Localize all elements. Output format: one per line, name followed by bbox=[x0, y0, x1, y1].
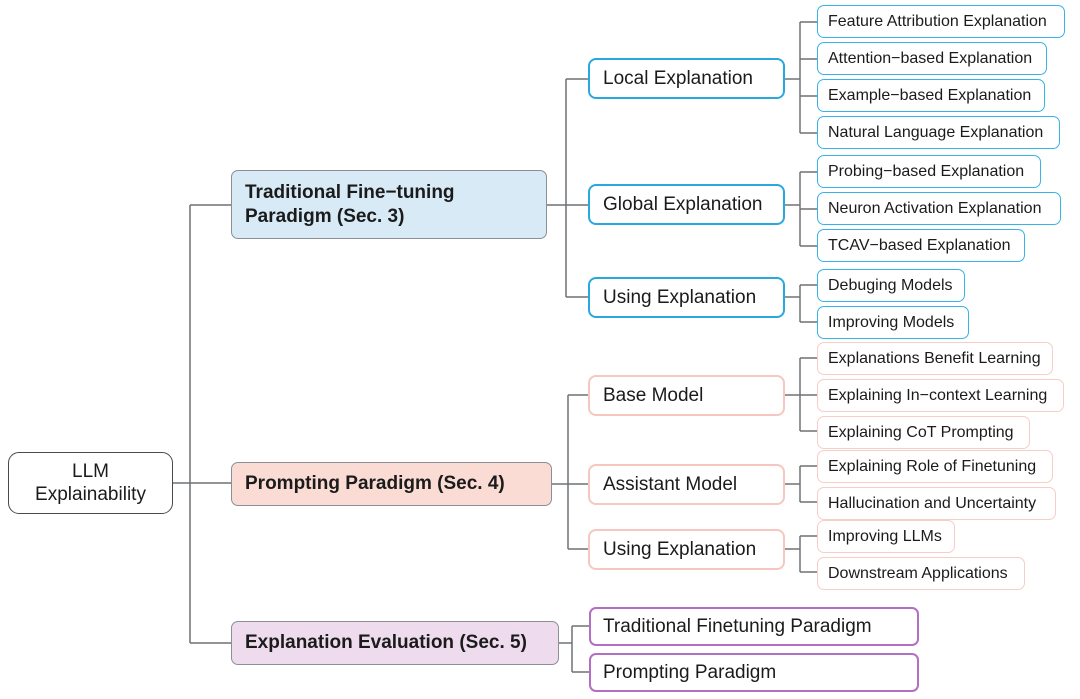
leaf-explaining-in-context-learning[interactable]: Explaining In−context Learning bbox=[817, 379, 1064, 412]
subbranch-local-explanation[interactable]: Local Explanation bbox=[588, 58, 785, 99]
leaf-explaining-in-context-learning-label: Explaining In−context Learning bbox=[828, 386, 1048, 404]
leaf-feature-attribution-label: Feature Attribution Explanation bbox=[828, 12, 1047, 30]
branch-node-prompting[interactable]: Prompting Paradigm (Sec. 4) bbox=[231, 462, 552, 506]
subbranch-base-model[interactable]: Base Model bbox=[588, 375, 785, 416]
subbranch-using-explanation-traditional[interactable]: Using Explanation bbox=[588, 277, 785, 318]
leaf-improving-llms[interactable]: Improving LLMs bbox=[817, 520, 955, 553]
leaf-prompting-paradigm[interactable]: Prompting Paradigm bbox=[589, 653, 919, 692]
leaf-attention-based[interactable]: Attention−based Explanation bbox=[817, 42, 1047, 75]
leaf-traditional-finetuning-paradigm[interactable]: Traditional Finetuning Paradigm bbox=[589, 607, 919, 646]
leaf-neuron-activation-label: Neuron Activation Explanation bbox=[828, 199, 1042, 217]
leaf-natural-language[interactable]: Natural Language Explanation bbox=[817, 116, 1060, 149]
root-node[interactable]: LLM Explainability bbox=[8, 452, 173, 514]
leaf-explaining-cot-prompting[interactable]: Explaining CoT Prompting bbox=[817, 416, 1030, 449]
leaf-example-based[interactable]: Example−based Explanation bbox=[817, 79, 1045, 112]
leaf-neuron-activation[interactable]: Neuron Activation Explanation bbox=[817, 192, 1061, 225]
root-node-label: LLM Explainability bbox=[35, 460, 146, 505]
subbranch-assistant-model-label: Assistant Model bbox=[603, 473, 738, 495]
leaf-explanations-benefit-learning[interactable]: Explanations Benefit Learning bbox=[817, 342, 1053, 375]
branch-node-evaluation[interactable]: Explanation Evaluation (Sec. 5) bbox=[231, 621, 559, 665]
leaf-natural-language-label: Natural Language Explanation bbox=[828, 123, 1044, 141]
subbranch-global-explanation[interactable]: Global Explanation bbox=[588, 184, 785, 225]
subbranch-using-explanation-prompting-label: Using Explanation bbox=[603, 538, 757, 560]
leaf-tcav-based[interactable]: TCAV−based Explanation bbox=[817, 229, 1025, 262]
leaf-explanations-benefit-learning-label: Explanations Benefit Learning bbox=[828, 349, 1041, 367]
subbranch-base-model-label: Base Model bbox=[603, 384, 704, 406]
leaf-hallucination-and-uncertainty[interactable]: Hallucination and Uncertainty bbox=[817, 487, 1056, 520]
leaf-debuging-models[interactable]: Debuging Models bbox=[817, 269, 965, 302]
leaf-improving-models[interactable]: Improving Models bbox=[817, 306, 969, 339]
subbranch-using-explanation-prompting[interactable]: Using Explanation bbox=[588, 529, 785, 570]
leaf-probing-based-label: Probing−based Explanation bbox=[828, 162, 1025, 180]
subbranch-local-explanation-label: Local Explanation bbox=[603, 67, 753, 89]
leaf-downstream-applications-label: Downstream Applications bbox=[828, 564, 1008, 582]
leaf-hallucination-and-uncertainty-label: Hallucination and Uncertainty bbox=[828, 494, 1037, 512]
leaf-debuging-models-label: Debuging Models bbox=[828, 276, 953, 294]
leaf-explaining-cot-prompting-label: Explaining CoT Prompting bbox=[828, 423, 1014, 441]
leaf-improving-llms-label: Improving LLMs bbox=[828, 527, 942, 545]
leaf-explaining-role-of-finetuning[interactable]: Explaining Role of Finetuning bbox=[817, 450, 1053, 483]
leaf-tcav-based-label: TCAV−based Explanation bbox=[828, 236, 1011, 254]
leaf-traditional-finetuning-paradigm-label: Traditional Finetuning Paradigm bbox=[603, 615, 872, 637]
subbranch-using-explanation-traditional-label: Using Explanation bbox=[603, 286, 757, 308]
leaf-explaining-role-of-finetuning-label: Explaining Role of Finetuning bbox=[828, 457, 1037, 475]
leaf-example-based-label: Example−based Explanation bbox=[828, 86, 1032, 104]
leaf-improving-models-label: Improving Models bbox=[828, 313, 955, 331]
leaf-feature-attribution[interactable]: Feature Attribution Explanation bbox=[817, 5, 1065, 38]
subbranch-assistant-model[interactable]: Assistant Model bbox=[588, 464, 785, 505]
leaf-probing-based[interactable]: Probing−based Explanation bbox=[817, 155, 1041, 188]
branch-node-traditional[interactable]: Traditional Fine−tuning Paradigm (Sec. 3… bbox=[231, 170, 547, 239]
leaf-downstream-applications[interactable]: Downstream Applications bbox=[817, 557, 1025, 590]
branch-node-traditional-label: Traditional Fine−tuning Paradigm (Sec. 3… bbox=[245, 182, 455, 227]
subbranch-global-explanation-label: Global Explanation bbox=[603, 193, 763, 215]
branch-node-prompting-label: Prompting Paradigm (Sec. 4) bbox=[245, 473, 505, 495]
branch-node-evaluation-label: Explanation Evaluation (Sec. 5) bbox=[245, 632, 527, 654]
leaf-attention-based-label: Attention−based Explanation bbox=[828, 49, 1033, 67]
leaf-prompting-paradigm-label: Prompting Paradigm bbox=[603, 661, 777, 683]
